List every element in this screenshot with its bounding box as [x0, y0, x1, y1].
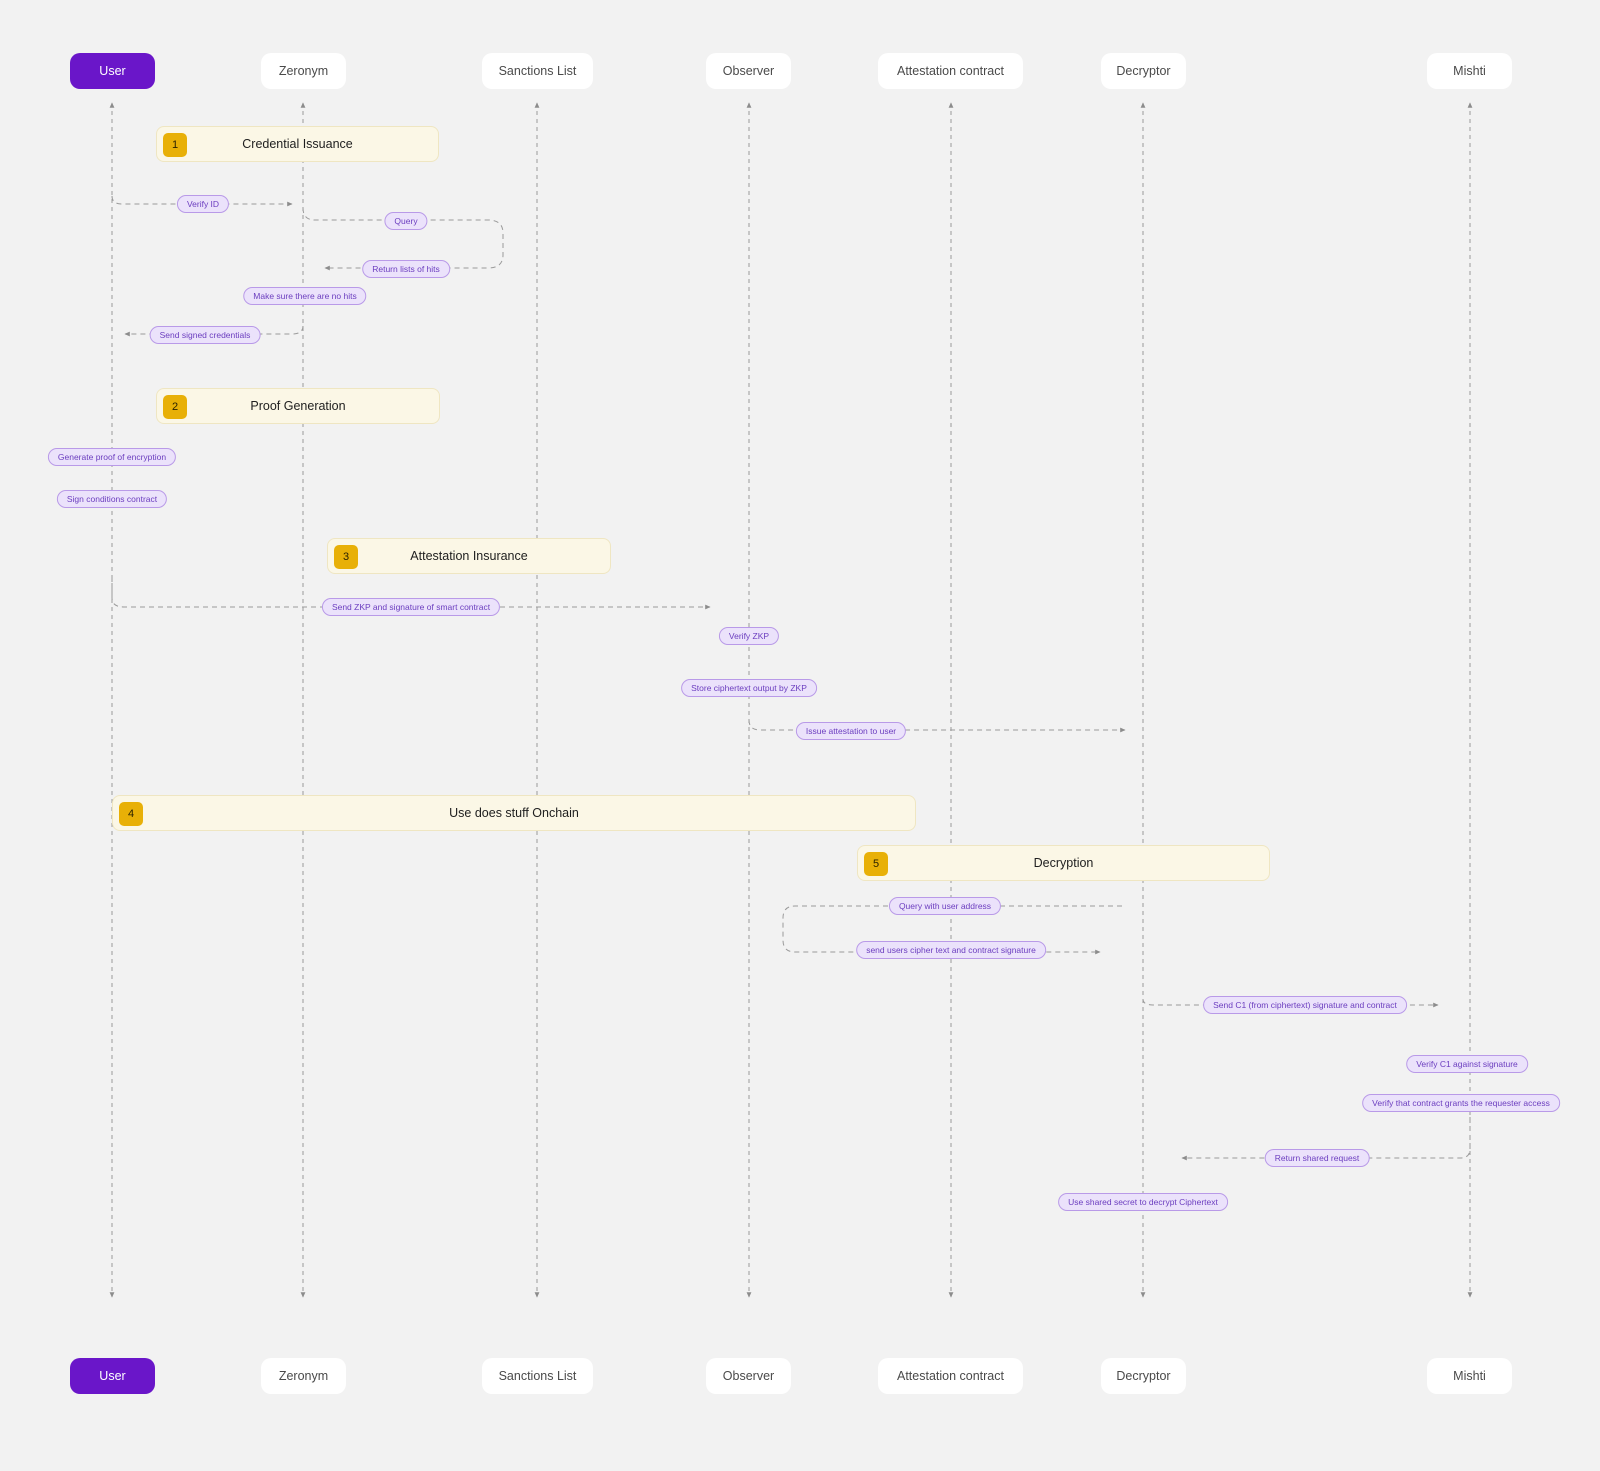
message-send-zkp-and-signature: Send ZKP and signature of smart contract	[321, 598, 501, 616]
connector-query-and-return	[782, 905, 1122, 955]
section-decryption: Decryption 5	[857, 845, 1270, 881]
message-use-shared-secret: Use shared secret to decrypt Ciphertext	[1058, 1193, 1228, 1211]
section-title: Credential Issuance	[242, 137, 353, 151]
actor-mishti-top: Mishti	[1427, 53, 1512, 89]
actor-observer-bottom: Observer	[706, 1358, 791, 1394]
section-title: Proof Generation	[250, 399, 346, 413]
section-number-badge: 5	[864, 852, 888, 876]
actor-sanctions-list-bottom: Sanctions List	[482, 1358, 593, 1394]
message-store-ciphertext: Store ciphertext output by ZKP	[681, 679, 817, 697]
actor-observer-top: Observer	[706, 53, 791, 89]
message-send-c1: Send C1 (from ciphertext) signature and …	[1203, 996, 1407, 1014]
actor-attestation-contract-bottom: Attestation contract	[878, 1358, 1023, 1394]
message-return-lists-of-hits: Return lists of hits	[362, 260, 450, 278]
actor-zeronym-top: Zeronym	[261, 53, 346, 89]
message-make-sure-no-hits: Make sure there are no hits	[243, 287, 367, 305]
section-title: Decryption	[1033, 856, 1094, 870]
section-title: Use does stuff Onchain	[449, 806, 579, 820]
message-query: Query	[384, 212, 428, 230]
message-verify-id: Verify ID	[176, 195, 230, 213]
message-sign-conditions-contract: Sign conditions contract	[56, 490, 168, 508]
section-number-badge: 2	[163, 395, 187, 419]
actor-decryptor-top: Decryptor	[1101, 53, 1186, 89]
connector-query-return	[302, 207, 504, 271]
connector-return-shared-request	[1181, 1117, 1471, 1161]
message-return-shared-request: Return shared request	[1264, 1149, 1370, 1167]
actor-user-top: User	[70, 53, 155, 89]
connector-send-zkp	[111, 577, 711, 610]
actor-decryptor-bottom: Decryptor	[1101, 1358, 1186, 1394]
section-number-badge: 1	[163, 133, 187, 157]
message-verify-zkp: Verify ZKP	[718, 627, 780, 645]
connector-send-c1	[1142, 998, 1439, 1008]
actor-user-bottom: User	[70, 1358, 155, 1394]
section-title: Attestation Insurance	[410, 549, 528, 563]
message-send-users-cipher-text: send users cipher text and contract sign…	[856, 941, 1046, 959]
actor-attestation-contract-top: Attestation contract	[878, 53, 1023, 89]
message-verify-contract-access: Verify that contract grants the requeste…	[1362, 1094, 1560, 1112]
message-query-with-user-address: Query with user address	[888, 897, 1002, 915]
message-verify-c1: Verify C1 against signature	[1406, 1055, 1528, 1073]
section-attestation-insurance: Attestation Insurance 3	[327, 538, 611, 574]
connector-verify-id	[111, 195, 293, 207]
actor-mishti-bottom: Mishti	[1427, 1358, 1512, 1394]
section-number-badge: 4	[119, 802, 143, 826]
actor-sanctions-list-top: Sanctions List	[482, 53, 593, 89]
section-number-badge: 3	[334, 545, 358, 569]
connector-send-signed-credentials	[124, 325, 304, 337]
section-credential-issuance: Credential Issuance 1	[156, 126, 439, 162]
message-send-signed-credentials: Send signed credentials	[149, 326, 261, 344]
section-proof-generation: Proof Generation 2	[156, 388, 440, 424]
message-generate-proof-of-encryption: Generate proof of encryption	[47, 448, 177, 466]
section-use-does-stuff-onchain: Use does stuff Onchain 4	[112, 795, 916, 831]
message-issue-attestation: Issue attestation to user	[795, 722, 907, 740]
connector-issue-attestation	[748, 719, 1126, 733]
actor-zeronym-bottom: Zeronym	[261, 1358, 346, 1394]
